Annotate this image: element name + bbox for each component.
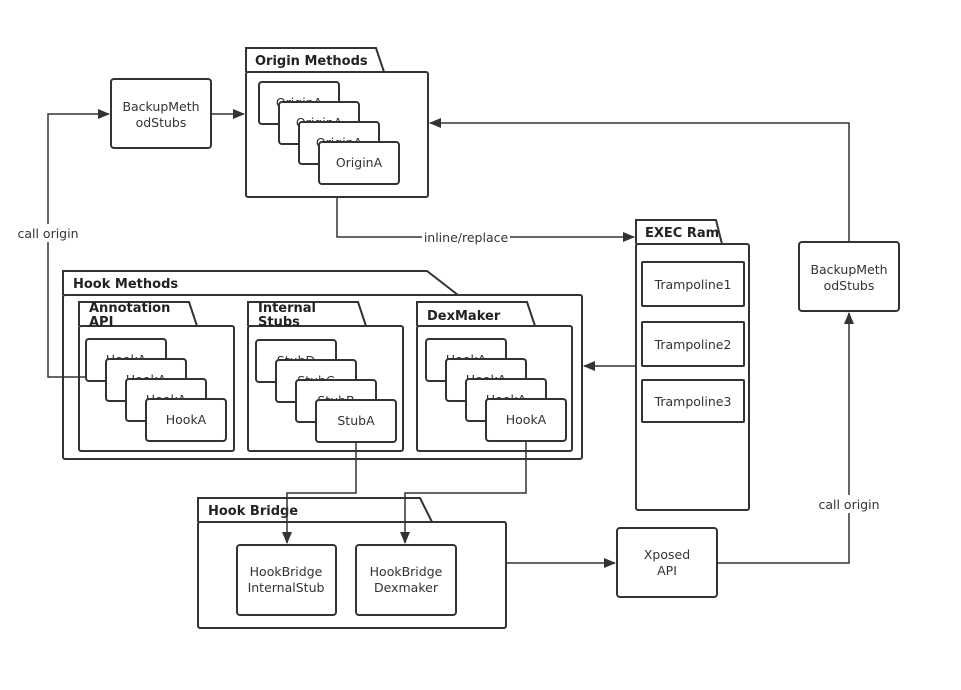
edge-backup-right-to-origin	[429, 118, 850, 242]
xposed-api-line1: Xposed	[644, 547, 690, 562]
package-hook-methods-label: Hook Methods	[73, 277, 178, 292]
package-origin-methods-label: Origin Methods	[255, 54, 368, 69]
edge-call-origin-right	[717, 312, 854, 564]
annotation-box-4	[145, 398, 227, 442]
edge-call-origin-left	[47, 109, 110, 378]
backup-stubs-right-line1: BackupMeth	[810, 262, 887, 277]
trampoline3-box	[641, 379, 745, 423]
package-hook-bridge-label: Hook Bridge	[208, 504, 298, 519]
hookbridge-dexmaker-line1: HookBridge	[370, 564, 443, 579]
xposed-api-node: Xposed API	[616, 527, 718, 598]
trampoline2-box	[641, 321, 745, 367]
trampoline1-box	[641, 261, 745, 307]
package-hook-methods: Hook Methods Annotation API HookA HookA …	[62, 270, 583, 460]
internal-stubs-label-line2: Stubs	[258, 315, 300, 330]
package-origin-methods: Origin Methods OriginA OriginA OriginA O…	[245, 47, 429, 198]
xposed-api-line2: API	[657, 563, 677, 578]
backup-stubs-left-line1: BackupMeth	[122, 99, 199, 114]
origin-box-4-label: OriginA	[336, 155, 383, 170]
stub-box-4-label: StubA	[337, 413, 375, 428]
package-exec-ram: EXEC Ram Trampoline1 Trampoline2 Trampol…	[635, 219, 750, 511]
backup-stubs-right-line2: odStubs	[824, 278, 875, 293]
internal-stubs-label-line1: Internal	[258, 301, 316, 316]
trampoline3-label: Trampoline3	[654, 394, 732, 409]
dexmaker-box-4-label: HookA	[506, 412, 547, 427]
annotation-box-4-label: HookA	[166, 412, 207, 427]
package-internal-stubs: Internal Stubs StubD StubC StubB StubA	[247, 301, 404, 452]
edge-call-origin-left-label: call origin	[17, 226, 78, 241]
backup-stubs-left: BackupMeth odStubs	[110, 78, 212, 149]
edge-inline-replace	[336, 197, 635, 242]
backup-stubs-left-line2: odStubs	[136, 115, 187, 130]
annotation-api-label-line1: Annotation	[89, 301, 170, 316]
dexmaker-label: DexMaker	[427, 309, 501, 324]
backup-stubs-right: BackupMeth odStubs	[798, 241, 900, 312]
trampoline2-label: Trampoline2	[654, 337, 732, 352]
edge-stub-to-bridge	[282, 442, 357, 544]
edge-dexmaker-to-bridge	[400, 441, 527, 544]
package-dexmaker: DexMaker HookA HookA HookA HookA	[416, 301, 573, 452]
edge-inline-replace-label-bg	[422, 229, 510, 245]
edge-inline-replace-label: inline/replace	[424, 230, 509, 245]
hookbridge-dexmaker-line2: Dexmaker	[374, 580, 439, 595]
hookbridge-internalstub-line1: HookBridge	[250, 564, 323, 579]
trampoline1-label: Trampoline1	[654, 277, 732, 292]
origin-box-4	[318, 141, 400, 185]
origin-stack: OriginA OriginA OriginA OriginA	[258, 81, 400, 185]
package-exec-ram-label: EXEC Ram	[645, 226, 719, 241]
package-annotation-api: Annotation API HookA HookA HookA HookA	[78, 301, 235, 452]
hookbridge-internalstub-box	[236, 544, 337, 616]
edge-call-origin-right-label: call origin	[818, 497, 879, 512]
hookbridge-dexmaker-box	[355, 544, 457, 616]
annotation-api-label-line2: API	[89, 315, 113, 330]
edge-call-origin-left-label-bg	[14, 224, 84, 242]
hookbridge-internalstub-line2: InternalStub	[248, 580, 325, 595]
package-hook-bridge: Hook Bridge HookBridge InternalStub Hook…	[197, 497, 507, 629]
edge-call-origin-right-label-bg	[814, 495, 884, 513]
